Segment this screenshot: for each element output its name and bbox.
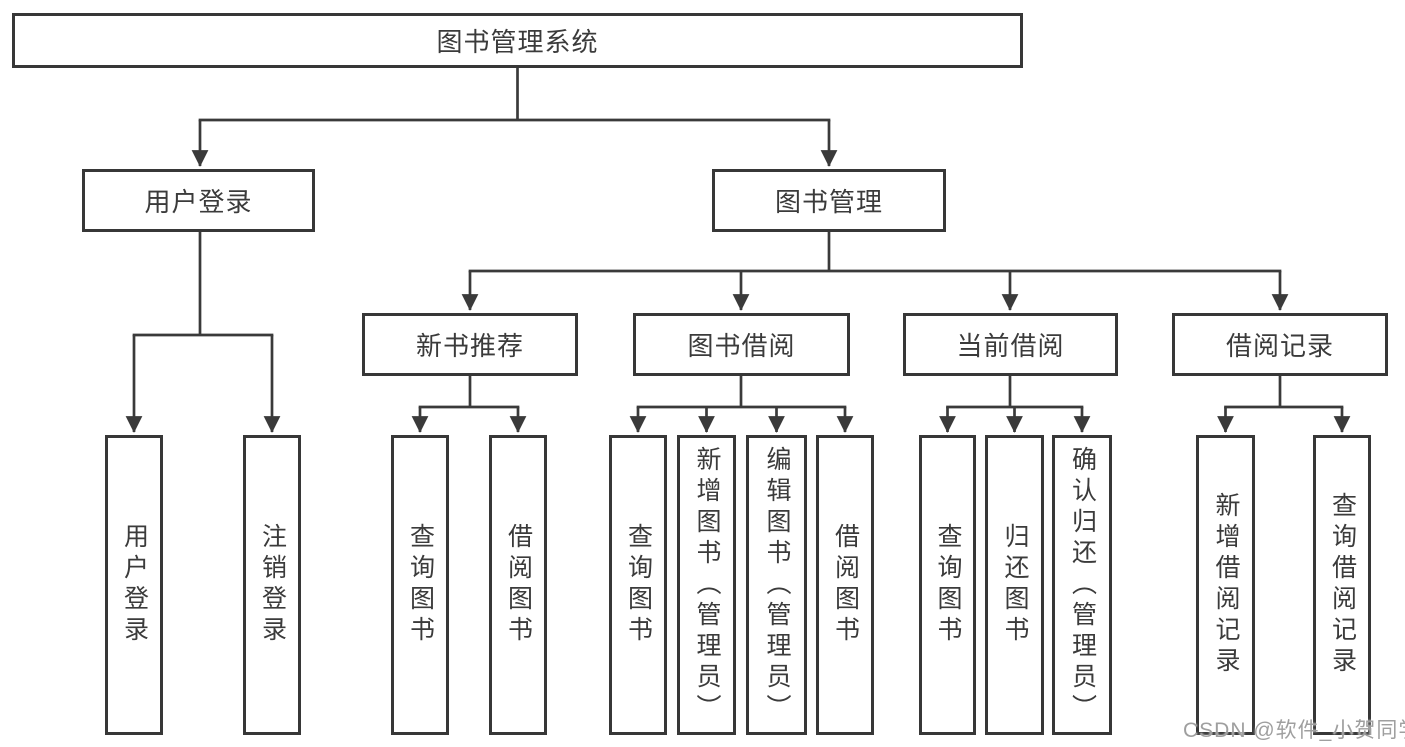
node-leaf-bb-edit-book-admin-label: 编辑图书（管理员）: [763, 445, 791, 725]
node-leaf-cb-confirm-return-admin: 确认归还（管理员）: [1052, 435, 1112, 735]
connector-book-borrow-to-leaves: [629, 374, 854, 433]
node-root: 图书管理系统: [12, 13, 1023, 68]
node-root-label: 图书管理系统: [436, 27, 599, 57]
node-leaf-rec-query-book-label: 查询图书: [406, 523, 435, 647]
node-leaf-bb-edit-book-admin: 编辑图书（管理员）: [746, 435, 807, 735]
node-borrow-record-label: 借阅记录: [1225, 331, 1334, 361]
node-current-borrow-label: 当前借阅: [956, 331, 1065, 361]
node-leaf-cb-return-book: 归还图书: [985, 435, 1044, 735]
node-current-borrow: 当前借阅: [903, 313, 1118, 376]
node-leaf-rec-query-book: 查询图书: [391, 435, 449, 735]
node-book-management: 图书管理: [712, 169, 946, 232]
node-leaf-cb-confirm-return-admin-label: 确认归还（管理员）: [1068, 445, 1097, 725]
node-leaf-cb-query-book: 查询图书: [919, 435, 976, 735]
connector-root-to-level1: [191, 66, 838, 167]
node-leaf-rec-borrow-book: 借阅图书: [489, 435, 547, 735]
node-leaf-logout-label: 注销登录: [258, 523, 287, 647]
node-leaf-user-login: 用户登录: [105, 435, 163, 735]
node-leaf-br-add-record: 新增借阅记录: [1196, 435, 1255, 735]
connector-user-login-to-leaves: [125, 230, 281, 433]
node-leaf-br-add-record-label: 新增借阅记录: [1212, 492, 1240, 678]
connector-book-mgmt-to-level2: [461, 230, 1289, 311]
node-book-management-label: 图书管理: [774, 187, 883, 217]
csdn-watermark: CSDN @软件_小贺同学: [1183, 719, 1405, 742]
node-book-borrow: 图书借阅: [633, 313, 850, 376]
node-leaf-user-login-label: 用户登录: [120, 523, 149, 647]
node-new-book-recommend: 新书推荐: [362, 313, 578, 376]
node-new-book-recommend-label: 新书推荐: [415, 331, 524, 361]
node-book-borrow-label: 图书借阅: [687, 331, 796, 361]
node-leaf-bb-add-book-admin-label: 新增图书（管理员）: [693, 445, 721, 725]
node-user-login-label: 用户登录: [144, 187, 253, 217]
node-leaf-bb-borrow-book: 借阅图书: [816, 435, 874, 735]
node-user-login: 用户登录: [82, 169, 315, 232]
connector-new-book-rec-to-leaves: [411, 374, 527, 433]
node-leaf-br-query-record-label: 查询借阅记录: [1328, 492, 1357, 678]
node-leaf-bb-query-book-label: 查询图书: [624, 523, 653, 647]
connector-current-borrow-to-leaves: [939, 374, 1091, 433]
node-borrow-record: 借阅记录: [1172, 313, 1388, 376]
node-leaf-logout: 注销登录: [243, 435, 301, 735]
node-leaf-bb-borrow-book-label: 借阅图书: [831, 523, 860, 647]
node-leaf-bb-add-book-admin: 新增图书（管理员）: [677, 435, 736, 735]
connector-borrow-record-to-leaves: [1217, 374, 1351, 433]
node-leaf-bb-query-book: 查询图书: [609, 435, 667, 735]
node-leaf-cb-query-book-label: 查询图书: [934, 523, 962, 647]
node-leaf-br-query-record: 查询借阅记录: [1313, 435, 1371, 735]
node-leaf-cb-return-book-label: 归还图书: [1001, 523, 1029, 647]
node-leaf-rec-borrow-book-label: 借阅图书: [504, 523, 533, 647]
